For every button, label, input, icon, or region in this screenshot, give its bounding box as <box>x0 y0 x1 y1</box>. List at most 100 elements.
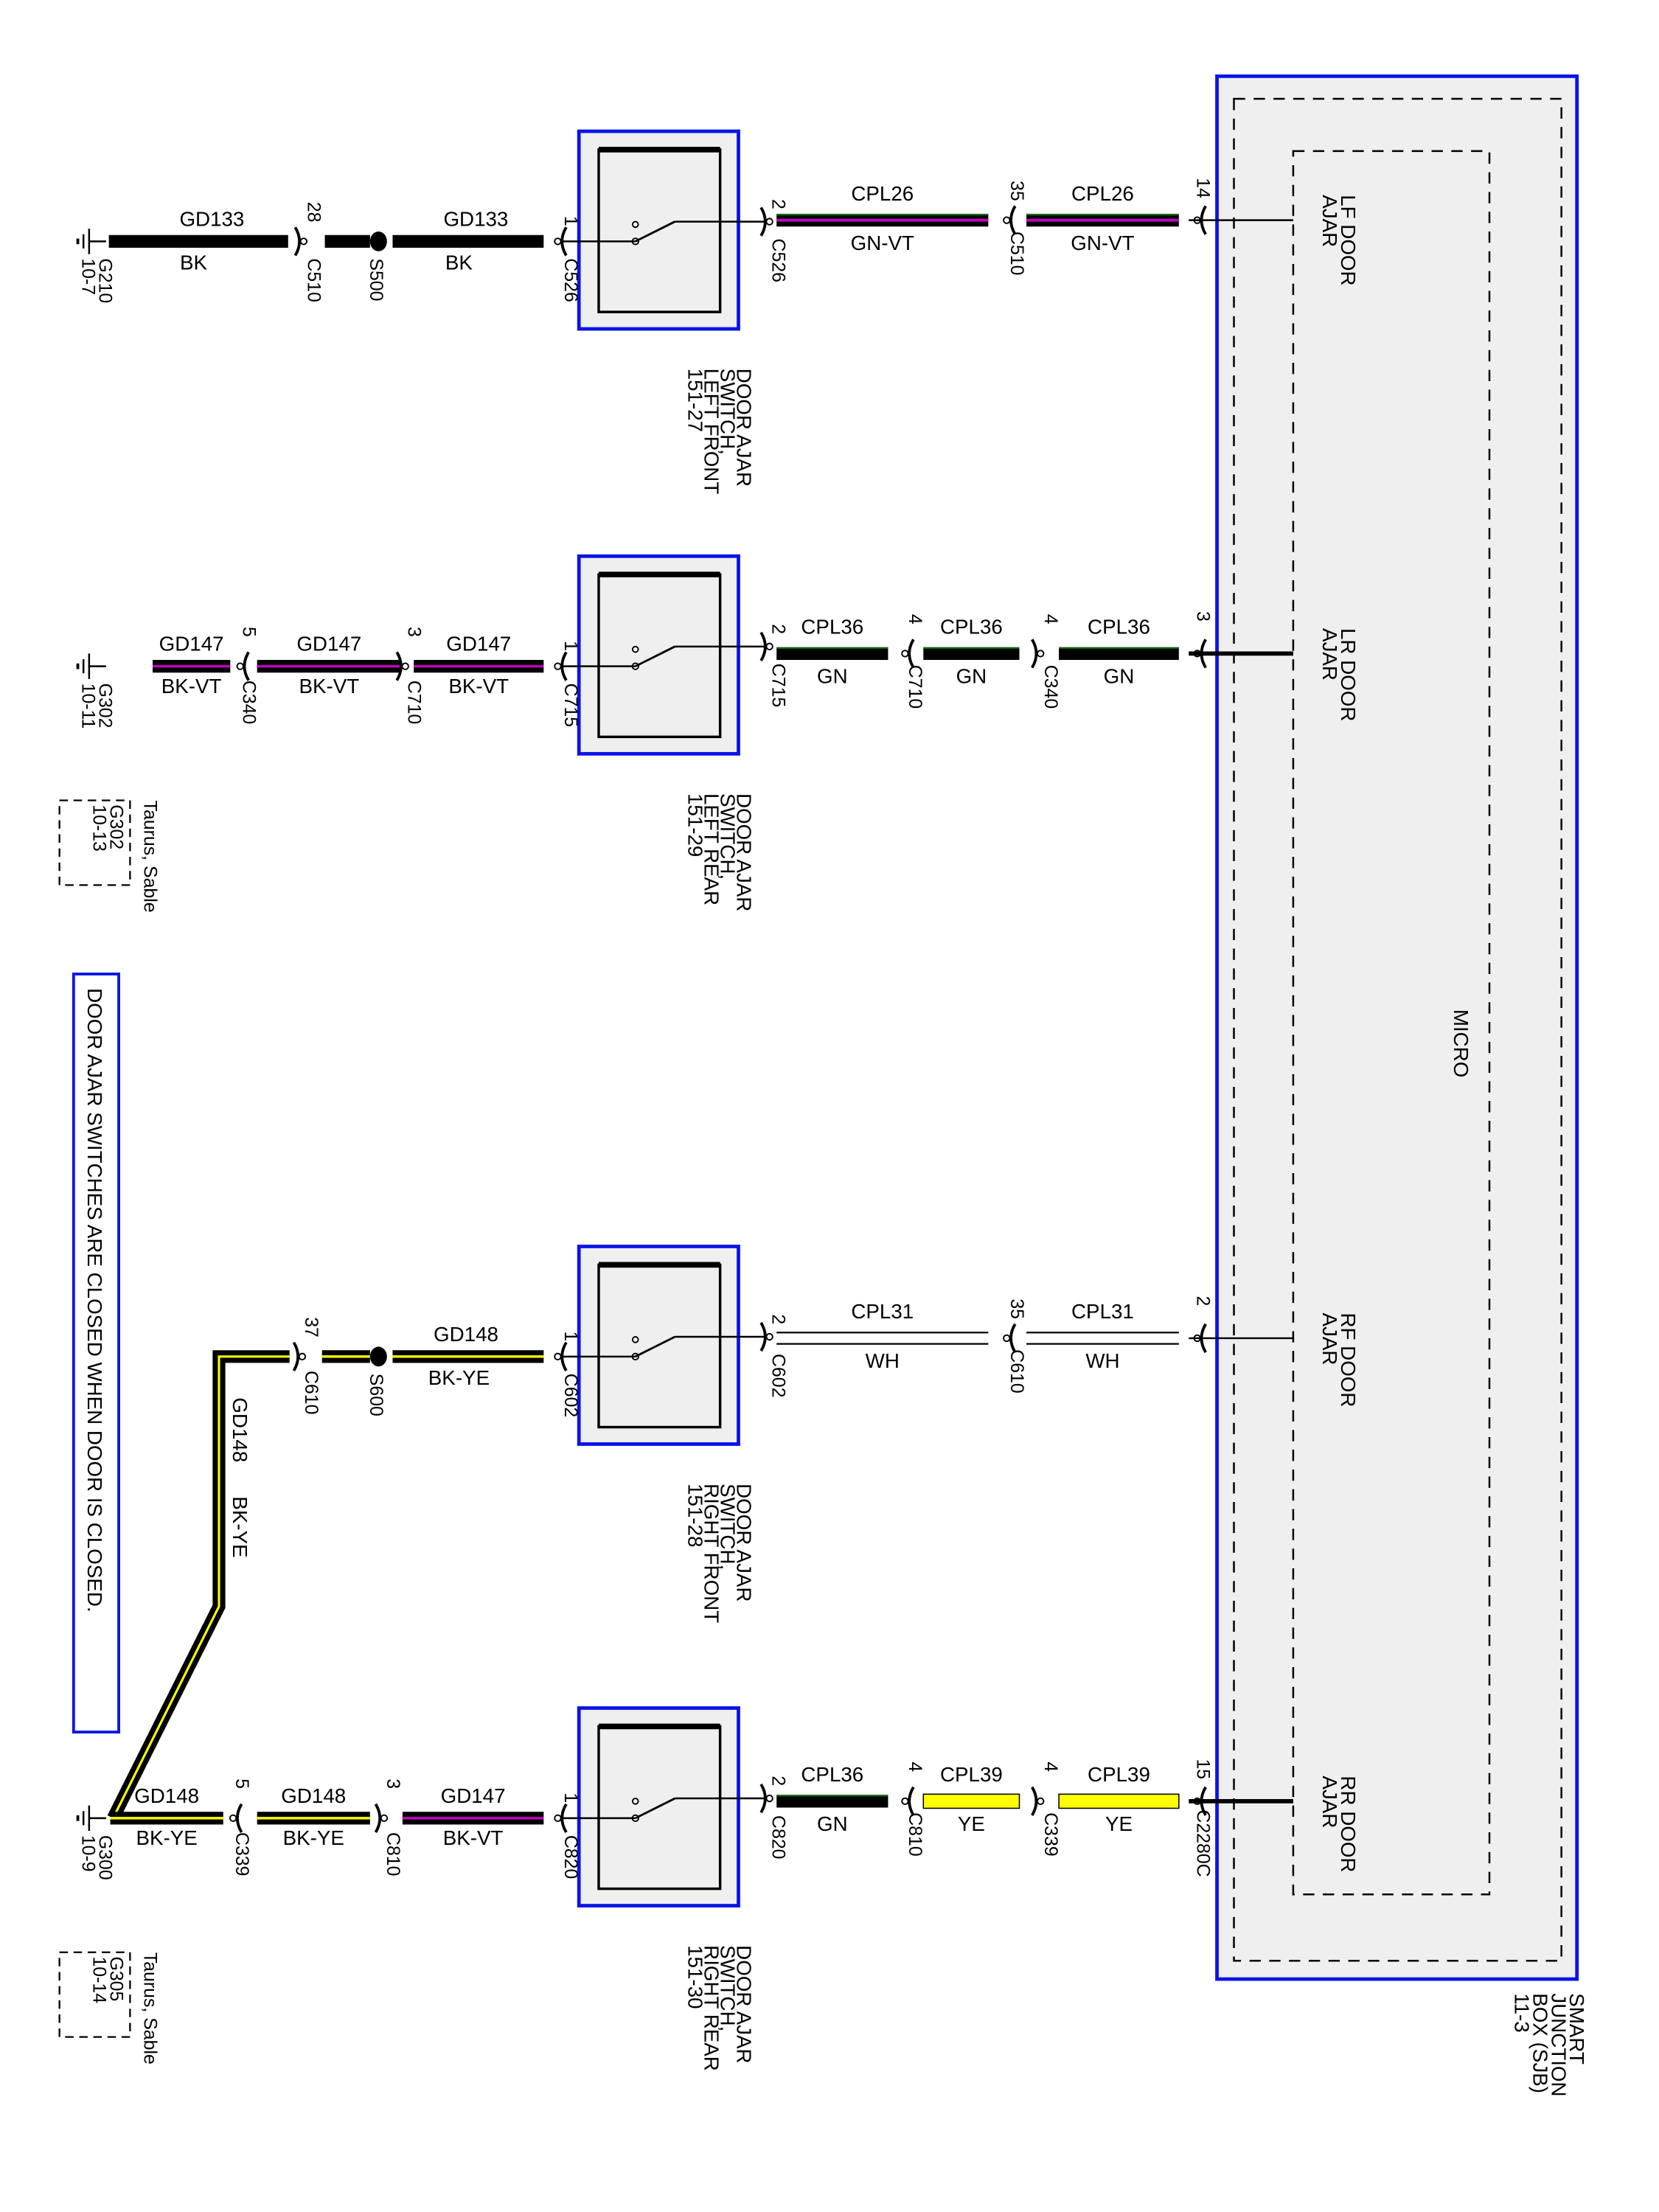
inline-connector-icon <box>374 1803 382 1833</box>
wire-color: BK-YE <box>428 1366 490 1389</box>
sjb-pin-number: 15 <box>1193 1759 1214 1779</box>
switch-label-line: 151-29 <box>684 793 707 857</box>
wire-color: GN-VT <box>1071 232 1134 254</box>
wire-color: GN <box>817 1812 848 1835</box>
circuit-number: GD133 <box>443 207 508 230</box>
connector-name: C610 <box>301 1371 321 1414</box>
wire-color: BK-VT <box>448 675 509 698</box>
ground-name: G210 <box>94 258 115 303</box>
switch-out-pin-icon <box>765 1332 773 1341</box>
pin-number: 2 <box>768 624 788 634</box>
wire-color: WH <box>866 1349 900 1372</box>
switch-contact-icon <box>631 220 639 229</box>
switch-in-pin-icon <box>554 1814 562 1823</box>
wire-cpl39[interactable] <box>1058 1793 1180 1809</box>
circuit-number: GD148 <box>281 1784 346 1807</box>
wire-cpl36[interactable] <box>776 647 888 661</box>
circuit-number: GD147 <box>446 633 511 655</box>
smart-junction-box[interactable]: MICRO SMART JUNCTION BOX (SJB) 11-3 <box>1215 74 1589 2097</box>
alt-ground-name: G302 <box>106 804 127 849</box>
circuit-number: CPL26 <box>851 182 914 205</box>
pin-number: 37 <box>301 1317 321 1338</box>
wire-color: YE <box>958 1812 985 1835</box>
sjb-pin-label: AJAR <box>1318 1312 1341 1365</box>
connector-name: C510 <box>1006 232 1027 275</box>
switch-out-connector-icon <box>759 206 767 237</box>
sjb-name-line: SMART <box>1565 1993 1588 2065</box>
note-box: DOOR AJAR SWITCHES ARE CLOSED WHEN DOOR … <box>72 973 120 1733</box>
wire-gd133[interactable] <box>324 234 370 248</box>
s500-splice-icon <box>369 231 387 251</box>
switch-blade-icon <box>635 645 676 667</box>
connector-name: C710 <box>905 665 925 709</box>
wire-color: GN <box>956 665 987 688</box>
pin-number: 4 <box>1040 614 1061 625</box>
inline-connector-icon <box>292 1341 300 1371</box>
wire-color: BK-YE <box>283 1826 344 1849</box>
wire-cpl36[interactable] <box>1059 647 1179 661</box>
connector-name: C526 <box>768 239 788 282</box>
pin-number: 1 <box>560 1792 581 1803</box>
inline-pin-icon <box>299 237 308 246</box>
splice-name: S600 <box>366 1374 386 1416</box>
switch-label-line: SWITCH, <box>717 793 740 880</box>
connector-name: C610 <box>1006 1349 1027 1393</box>
wire-color: BK-YE <box>229 1496 251 1557</box>
wire-color: BK-VT <box>299 675 359 698</box>
ground-ref: 10-11 <box>77 684 98 729</box>
inline-pin-icon <box>901 650 909 658</box>
circuit-number: GD148 <box>229 1397 251 1462</box>
circuit-number: CPL31 <box>851 1300 914 1323</box>
inline-pin-icon <box>229 1814 237 1823</box>
sjb-name-line: JUNCTION <box>1547 1993 1570 2096</box>
switch-blade-icon <box>635 1335 676 1358</box>
wire-color: BK-YE <box>136 1826 198 1849</box>
sjb-pin-label: LF DOOR <box>1337 195 1360 285</box>
pin-number: 3 <box>404 627 425 637</box>
wire-gd133[interactable] <box>392 234 544 248</box>
switch-label-line: SWITCH, <box>717 1945 740 2031</box>
switch-label-line: SWITCH, <box>717 369 740 455</box>
inline-connector-icon <box>1031 1786 1038 1817</box>
inline-connector-icon <box>1009 205 1017 235</box>
sjb-pin-label: AJAR <box>1318 1775 1341 1828</box>
alt-ground-ref: 10-14 <box>89 1956 110 2003</box>
pin-number: 28 <box>304 202 324 223</box>
wire-gd148-riser-stripe <box>112 1355 290 1819</box>
inline-pin-icon <box>1003 1334 1011 1343</box>
inline-pin-icon <box>901 1797 909 1806</box>
circuit-number: CPL36 <box>940 616 1003 639</box>
inline-pin-icon <box>1003 216 1011 224</box>
pin-number: 5 <box>232 1778 252 1789</box>
switch-in-pin-icon <box>554 237 562 246</box>
connector-name: C510 <box>304 258 324 302</box>
pin-number: 2 <box>768 199 788 209</box>
switch-label-line: DOOR AJAR <box>733 369 756 487</box>
circuit-number: GD133 <box>179 207 244 230</box>
switch-label-line: 151-30 <box>684 1945 707 2008</box>
switch-label-line: 151-27 <box>684 369 707 432</box>
wire-cpl36[interactable] <box>923 647 1020 661</box>
wire-cpl36[interactable] <box>776 1795 888 1808</box>
ground-icon <box>76 663 80 669</box>
wire-color: GN-VT <box>851 232 914 254</box>
inline-connector-icon <box>908 1786 915 1817</box>
switch-out-pin-icon <box>765 218 773 226</box>
wire-gd133[interactable] <box>108 234 288 248</box>
ground-name: G302 <box>94 684 115 728</box>
inline-connector-icon <box>395 651 403 681</box>
switch-label-line: DOOR AJAR <box>733 793 756 911</box>
connector-name: C710 <box>404 681 425 724</box>
circuit-number: GD147 <box>441 1784 506 1807</box>
sjb-name-line: 11-3 <box>1510 1993 1533 2032</box>
pin-number: 5 <box>239 627 260 637</box>
circuit-number: GD147 <box>296 633 361 655</box>
pin-number: 4 <box>905 614 925 625</box>
wire-cpl39[interactable] <box>922 1793 1020 1809</box>
wire-gd148-riser[interactable] <box>107 1350 290 1821</box>
inline-pin-icon <box>1037 650 1045 658</box>
circuit-number: CPL26 <box>1071 182 1134 205</box>
